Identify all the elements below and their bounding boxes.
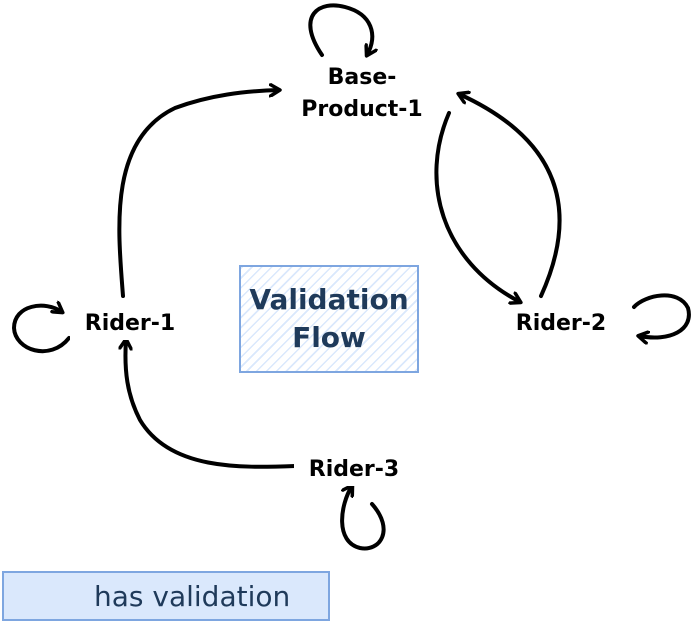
- edge-base-product-to-rider-2: [434, 111, 520, 302]
- edge-base-product-self-loop: [308, 3, 372, 55]
- validation-flow-title-box: Validation Flow: [239, 265, 419, 373]
- title-line-2: Flow: [292, 321, 366, 354]
- node-base-product-1-line1: Base-: [327, 65, 397, 90]
- edge-rider-2-to-base-product: [459, 94, 562, 298]
- legend: has validation: [2, 571, 330, 621]
- node-rider-2: Rider-2: [498, 308, 624, 340]
- edge-rider-3-to-rider-1: [125, 340, 297, 469]
- edge-rider-1-to-base-product: [117, 90, 279, 298]
- title-line-1: Validation: [249, 283, 409, 316]
- edge-rider-3-self-loop: [340, 486, 386, 551]
- edge-rider-2-self-loop: [632, 293, 691, 337]
- edge-rider-1-self-loop: [12, 306, 71, 354]
- node-base-product-1-line2: Product-1: [301, 97, 423, 122]
- node-base-product-1: Base- Product-1: [286, 62, 438, 126]
- node-rider-1: Rider-1: [70, 308, 190, 340]
- node-rider-3: Rider-3: [294, 454, 414, 486]
- legend-label: has validation: [94, 579, 291, 613]
